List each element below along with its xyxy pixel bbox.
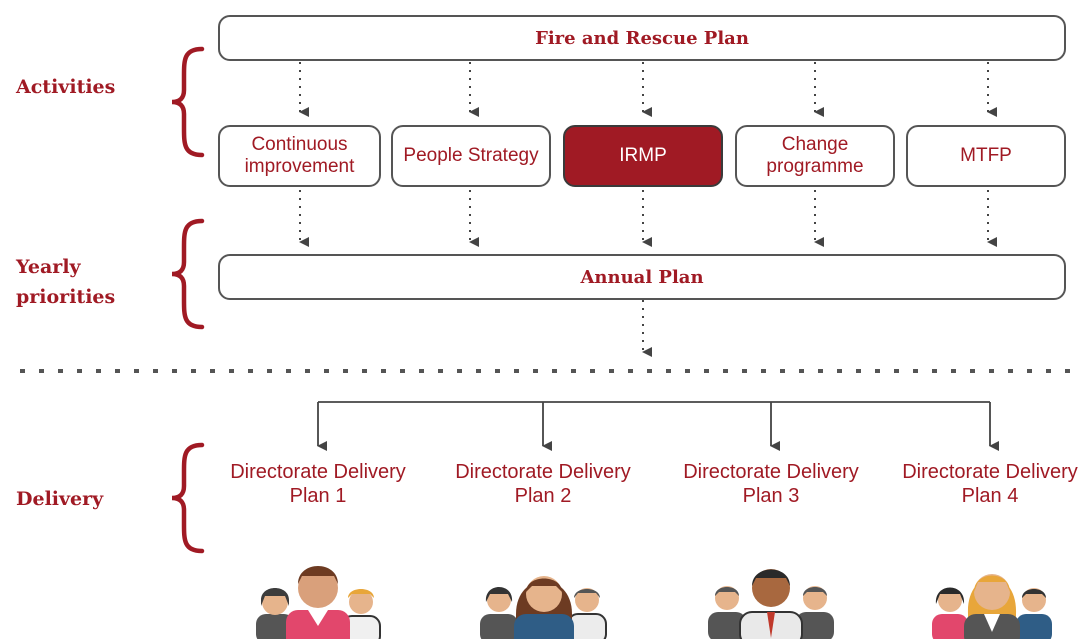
activity-box-irmp: IRMP	[563, 125, 723, 187]
people-group-icon	[256, 566, 381, 639]
section-label-delivery: Delivery	[16, 488, 104, 510]
activity-box-people-strategy: People Strategy	[391, 125, 551, 187]
activity-label: People Strategy	[403, 145, 539, 166]
delivery-bracket	[317, 401, 999, 451]
annual-plan-label: Annual Plan	[580, 266, 704, 288]
activity-label: MTFP	[960, 145, 1012, 166]
activity-label: Continuous improvement	[244, 134, 355, 177]
delivery-plan-1-label: Directorate Delivery Plan 1	[230, 461, 406, 507]
fire-and-rescue-plan-label: Fire and Rescue Plan	[535, 27, 749, 49]
yearly-priorities-brace	[171, 218, 205, 330]
activity-label: IRMP	[619, 145, 667, 166]
activities-brace	[171, 46, 205, 158]
delivery-plan-4-label: Directorate Delivery Plan 4	[902, 461, 1078, 507]
people-group-icon	[932, 574, 1052, 639]
fire-and-rescue-plan-box: Fire and Rescue Plan	[218, 15, 1066, 61]
delivery-brace	[171, 442, 205, 554]
annual-plan-box: Annual Plan	[218, 254, 1066, 300]
people-group-icon	[708, 569, 834, 639]
activity-box-change-programme: Change programme	[735, 125, 895, 187]
activity-label: Change programme	[766, 134, 864, 177]
people-group-icon	[480, 576, 607, 639]
dotted-arrows-middle	[299, 190, 997, 247]
activity-box-continuous-improvement: Continuous improvement	[218, 125, 381, 187]
section-label-yearly-priorities: Yearly priorities	[16, 256, 116, 308]
dotted-arrows-top	[299, 62, 997, 117]
section-label-activities: Activities	[16, 76, 116, 98]
activity-box-mtfp: MTFP	[906, 125, 1066, 187]
delivery-plan-2-label: Directorate Delivery Plan 2	[455, 461, 631, 507]
delivery-plan-3-label: Directorate Delivery Plan 3	[683, 461, 859, 507]
